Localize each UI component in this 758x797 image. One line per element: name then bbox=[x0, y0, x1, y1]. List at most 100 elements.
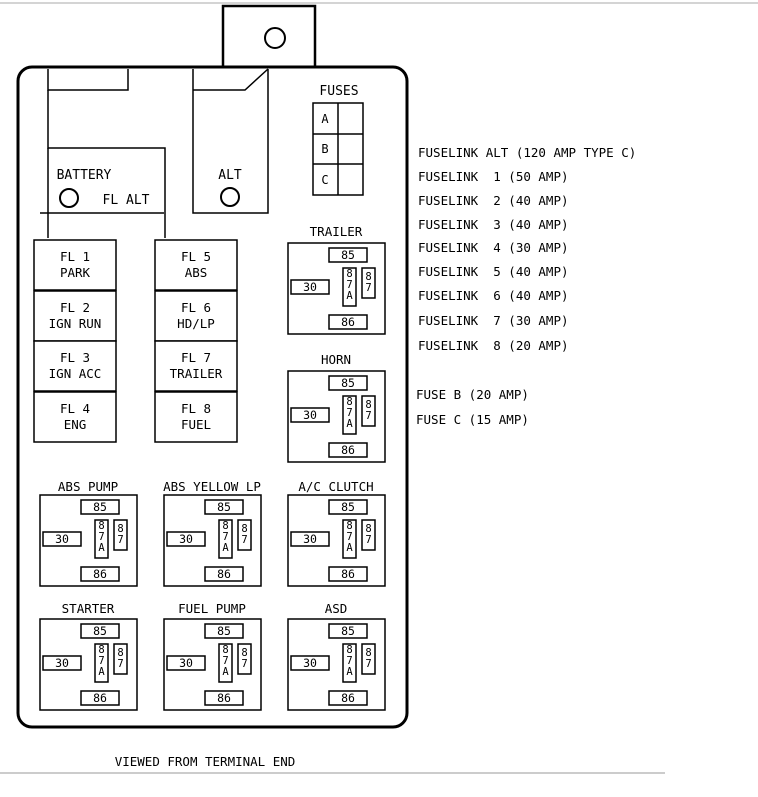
pin-87 bbox=[361, 519, 376, 551]
pin-85-label: 85 bbox=[217, 500, 231, 514]
legend-line: FUSELINK 2 (40 AMP) bbox=[418, 193, 569, 208]
pin-87a bbox=[218, 519, 233, 559]
fuselink-number: FL 5 bbox=[181, 249, 211, 264]
pin-86-label: 86 bbox=[341, 443, 355, 457]
fuselink-name: ENG bbox=[64, 417, 87, 432]
pin-87 bbox=[361, 267, 376, 299]
legend-line: FUSELINK 7 (30 AMP) bbox=[418, 313, 569, 328]
legend-line: FUSELINK ALT (120 AMP TYPE C) bbox=[418, 145, 636, 160]
legend-line: FUSELINK 4 (30 AMP) bbox=[418, 240, 569, 255]
relay-label: FUEL PUMP bbox=[178, 601, 246, 616]
pin-87 bbox=[113, 643, 128, 675]
legend: FUSELINK ALT (120 AMP TYPE C)FUSELINK 1 … bbox=[416, 145, 636, 427]
pin-30-label: 30 bbox=[303, 656, 317, 670]
fuselink-name: TRAILER bbox=[170, 366, 223, 381]
pin-86-label: 86 bbox=[341, 567, 355, 581]
pin-30-label: 30 bbox=[303, 280, 317, 294]
fuse-label-b: B bbox=[321, 142, 328, 156]
pin-30 bbox=[290, 279, 330, 295]
pin-85-label: 85 bbox=[341, 248, 355, 262]
pin-87 bbox=[361, 395, 376, 427]
relay-label: A/C CLUTCH bbox=[298, 479, 373, 494]
fuselink-6: FL 6HD/LP bbox=[154, 290, 238, 342]
mounting-tab bbox=[221, 4, 317, 68]
pin-30-label: 30 bbox=[55, 532, 69, 546]
pin-85-label: 85 bbox=[341, 624, 355, 638]
pin-87a bbox=[342, 267, 357, 307]
pin-30 bbox=[166, 531, 206, 547]
pin-87a bbox=[342, 395, 357, 435]
pin-30-label: 30 bbox=[179, 532, 193, 546]
pin-85 bbox=[328, 499, 368, 515]
fuses-header: FUSES bbox=[319, 84, 358, 99]
legend-line: FUSE C (15 AMP) bbox=[416, 412, 529, 427]
pin-87 bbox=[113, 519, 128, 551]
fuselink-number: FL 1 bbox=[60, 249, 90, 264]
pin-30 bbox=[42, 531, 82, 547]
pin-86 bbox=[204, 566, 244, 582]
pin-87a bbox=[342, 643, 357, 683]
alt-label: ALT bbox=[218, 168, 242, 183]
pin-87a bbox=[342, 519, 357, 559]
pin-87 bbox=[361, 643, 376, 675]
relay-label: STARTER bbox=[62, 601, 115, 616]
fuselink-number: FL 4 bbox=[60, 401, 90, 416]
pin-30 bbox=[290, 655, 330, 671]
pin-30-label: 30 bbox=[179, 656, 193, 670]
pin-30 bbox=[290, 531, 330, 547]
pin-86 bbox=[328, 690, 368, 706]
pin-85-label: 85 bbox=[93, 500, 107, 514]
pin-86 bbox=[328, 566, 368, 582]
fuselink-name: IGN ACC bbox=[49, 366, 102, 381]
relay-label: HORN bbox=[321, 352, 351, 367]
pin-85 bbox=[80, 623, 120, 639]
fuselink-name: ABS bbox=[185, 265, 208, 280]
pin-85 bbox=[204, 499, 244, 515]
battery-terminal bbox=[59, 188, 79, 208]
legend-line: FUSELINK 6 (40 AMP) bbox=[418, 288, 569, 303]
pin-86 bbox=[80, 690, 120, 706]
mounting-hole bbox=[264, 27, 286, 49]
pin-87a bbox=[94, 519, 109, 559]
pin-85-label: 85 bbox=[341, 376, 355, 390]
pin-85-label: 85 bbox=[93, 624, 107, 638]
pin-86 bbox=[204, 690, 244, 706]
pin-30 bbox=[290, 407, 330, 423]
fuse-label-a: A bbox=[321, 112, 329, 126]
fuselink-name: HD/LP bbox=[177, 316, 215, 331]
footer-caption: VIEWED FROM TERMINAL END bbox=[115, 754, 296, 769]
battery-label: BATTERY bbox=[57, 168, 112, 183]
relay-label: TRAILER bbox=[310, 224, 363, 239]
interior-lines bbox=[40, 68, 269, 238]
pin-30-label: 30 bbox=[303, 408, 317, 422]
fuselink-name: PARK bbox=[60, 265, 91, 280]
fuse-label-c: C bbox=[321, 173, 328, 187]
pin-30-label: 30 bbox=[55, 656, 69, 670]
pin-86-label: 86 bbox=[93, 691, 107, 705]
fuses-block bbox=[312, 102, 364, 196]
pin-86-label: 86 bbox=[341, 315, 355, 329]
pin-87a bbox=[94, 643, 109, 683]
pin-85 bbox=[328, 623, 368, 639]
pin-86-label: 86 bbox=[93, 567, 107, 581]
